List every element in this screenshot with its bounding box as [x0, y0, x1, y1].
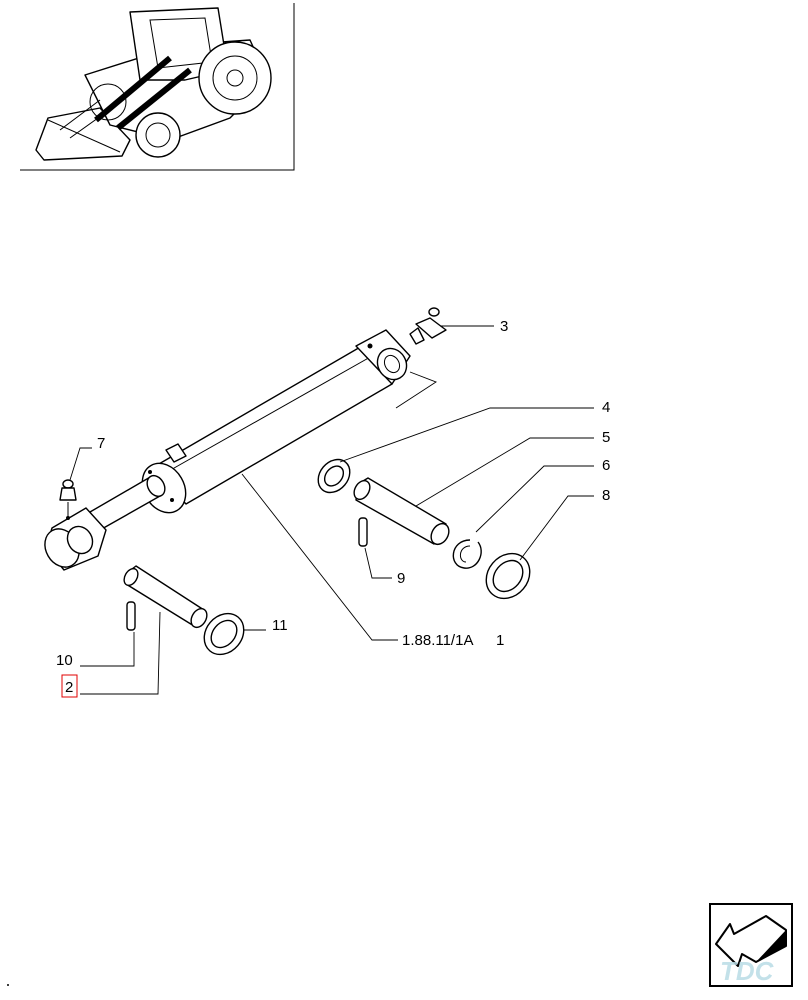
tdc-watermark: TDC	[720, 956, 775, 986]
bushing-ring-lower	[203, 612, 245, 656]
hydraulic-cylinder	[44, 329, 437, 571]
grease-fitting-rod	[59, 479, 77, 520]
callout-6: 6	[602, 457, 610, 474]
callout-10: 10	[56, 652, 73, 669]
callout-5: 5	[602, 429, 610, 446]
pin-large	[353, 477, 450, 546]
roll-pin-lower	[126, 601, 136, 631]
overview-thumbnail	[20, 3, 295, 171]
leader-lines	[69, 325, 594, 695]
callout-9: 9	[397, 570, 405, 587]
callout-4: 4	[602, 399, 610, 416]
corner-dot	[7, 984, 9, 986]
callout-8: 8	[602, 487, 610, 504]
roll-pin-upper	[358, 517, 368, 547]
tractor-illustration	[35, 7, 272, 161]
washer-ring	[317, 458, 351, 494]
grease-fitting-top	[409, 307, 447, 345]
pin-lower	[123, 565, 208, 629]
callout-11: 11	[272, 617, 288, 634]
snap-ring	[452, 539, 482, 569]
callout-2-highlight	[61, 674, 78, 698]
callout-labels: 3 4 5 6 8 7 9 1.88.11/1A 1 11 10 2	[56, 318, 610, 698]
callout-7: 7	[97, 435, 105, 452]
navigation-logo[interactable]: TDC	[709, 903, 793, 987]
callout-3: 3	[500, 318, 508, 335]
callout-1-ref: 1.88.11/1A	[402, 632, 473, 649]
bushing-ring	[485, 552, 531, 600]
callout-1: 1	[496, 632, 504, 649]
callout-2: 2	[65, 679, 73, 696]
